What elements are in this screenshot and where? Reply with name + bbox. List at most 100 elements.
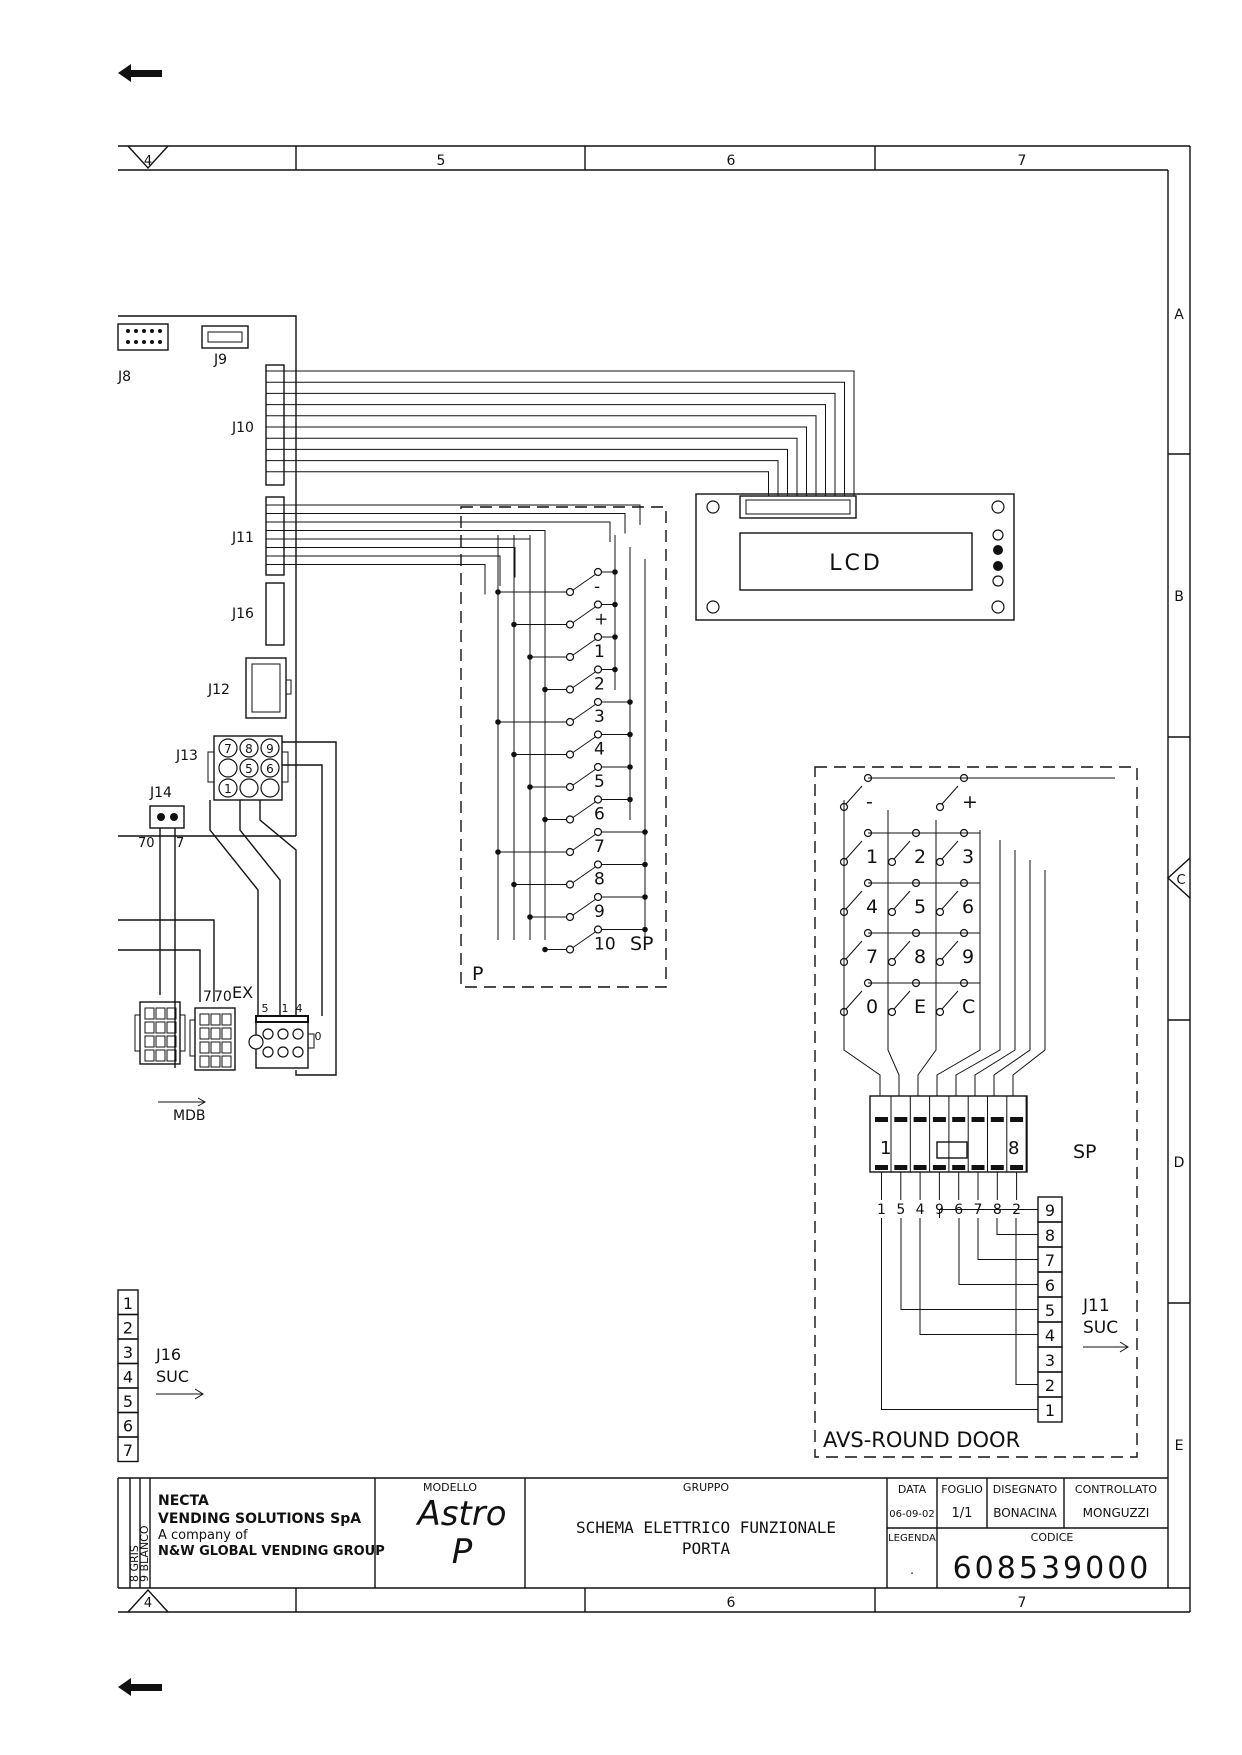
- terminal-wire: [900, 1218, 1038, 1310]
- back-arrow-top-icon[interactable]: [118, 64, 162, 82]
- switch-contact: [935, 907, 945, 917]
- connector-pad: [894, 1117, 908, 1122]
- company-parent: N&W GLOBAL VENDING GROUP: [158, 1544, 385, 1559]
- door-pin: [292, 1028, 304, 1040]
- mdb-pin: [144, 1035, 155, 1048]
- switch-lever: [845, 840, 863, 860]
- j10-wire: [284, 471, 769, 496]
- round-door-j11: J11: [1082, 1296, 1110, 1316]
- foglio-label: FOGLIO: [941, 1483, 983, 1496]
- left-j16-label: J16: [155, 1345, 181, 1364]
- round-door-key: 9: [962, 946, 974, 968]
- model-name: Astro: [415, 1494, 506, 1534]
- switch-lever: [572, 866, 597, 883]
- connector-pad: [952, 1165, 966, 1170]
- legend-cell: [117, 1436, 139, 1463]
- j11-wire: [284, 547, 516, 578]
- mdb-pin: [166, 1021, 177, 1034]
- keypad-p-key: 5: [594, 772, 605, 792]
- terminal-number: 5: [1045, 1301, 1055, 1320]
- j10-wire: [284, 370, 855, 496]
- j10-wire: [284, 448, 788, 496]
- round-door-key: 0: [866, 996, 878, 1018]
- terminal-wire: [919, 1218, 1038, 1335]
- switch-lever: [572, 898, 597, 916]
- switch-contact: [887, 907, 897, 917]
- round-door-wire: [993, 860, 1031, 1096]
- connector-pad: [1010, 1165, 1024, 1170]
- connector-pad: [971, 1117, 985, 1122]
- j14-pin-70: 70: [138, 836, 155, 851]
- switch-contact: [935, 957, 945, 967]
- switch-lever: [893, 840, 911, 860]
- switch-lever: [572, 833, 597, 851]
- round-door-wire: [887, 810, 900, 1096]
- terminal-number: 6: [1045, 1276, 1055, 1295]
- door-pin: [292, 1046, 304, 1058]
- switch-lever: [572, 573, 597, 591]
- codice-value: 608539000: [953, 1551, 1152, 1586]
- j13-wires: [209, 741, 337, 1076]
- connector-j12: [245, 657, 292, 719]
- terminal-number: 9: [1045, 1201, 1055, 1220]
- round-door-key: 3: [962, 846, 974, 868]
- round-door-key: +: [962, 791, 978, 813]
- back-arrow-bottom-icon[interactable]: [118, 1678, 162, 1696]
- round-door-key: 7: [866, 946, 878, 968]
- connector-j11: [265, 496, 285, 576]
- codice-label: CODICE: [1031, 1531, 1074, 1544]
- legenda-value: .: [910, 1563, 914, 1577]
- switch-lever: [845, 890, 863, 910]
- round-door-wire: [955, 840, 1001, 1096]
- keypad-p-key: -: [594, 577, 600, 597]
- connector-j9-label: J9: [213, 352, 227, 368]
- j13-pin-7: 7: [224, 742, 232, 756]
- company-name: NECTA: [158, 1493, 209, 1509]
- j11-wire: [284, 521, 611, 542]
- door-pin: [262, 1028, 274, 1040]
- door-pin: [277, 1028, 289, 1040]
- connector-bottom-pin: 4: [916, 1202, 925, 1218]
- switch-lever: [572, 638, 597, 656]
- ex-pin: [199, 1027, 210, 1040]
- j10-wire: [284, 426, 807, 496]
- round-door-key: 6: [962, 896, 974, 918]
- switch-contact: [565, 587, 575, 597]
- legend-number: 2: [123, 1319, 133, 1338]
- connector-latch: [936, 1141, 968, 1159]
- switch-contact: [565, 945, 575, 954]
- round-door-key: 4: [866, 896, 878, 918]
- terminal-wire: [958, 1218, 1038, 1285]
- j13-pin-6: 6: [266, 762, 274, 776]
- round-door-key: -: [866, 791, 873, 813]
- color-legend-blanco: 9 BLANCO: [138, 1525, 151, 1582]
- ex-pin: [221, 1013, 232, 1026]
- keypad-p-label: P: [472, 963, 483, 985]
- j10-wire: [284, 460, 779, 496]
- keypad-p-key: 7: [594, 837, 605, 857]
- connector-pad: [990, 1117, 1004, 1122]
- switch-contact: [565, 620, 575, 629]
- connector-bottom-pin: 5: [896, 1202, 905, 1218]
- data-value: 06-09-02: [889, 1509, 934, 1520]
- switch-contact: [887, 857, 897, 867]
- switch-lever: [893, 940, 911, 960]
- switch-lever: [941, 785, 959, 805]
- color-legend-gris: 8 GRIS: [128, 1545, 141, 1582]
- terminal-wire: [977, 1218, 1038, 1260]
- ex-pin: [221, 1041, 232, 1054]
- j11-keypad-cable: [266, 504, 641, 595]
- j10-wire: [284, 404, 826, 496]
- switch-lever: [845, 990, 863, 1010]
- lcd-module: [695, 493, 1015, 621]
- j13-pin-1: 1: [224, 782, 232, 796]
- controllato-value: MONGUZZI: [1083, 1506, 1150, 1520]
- row-label-e: E: [1175, 1438, 1184, 1454]
- j10-wire: [284, 381, 845, 496]
- round-door-wire: [974, 850, 1016, 1096]
- gruppo-title-2: PORTA: [682, 1539, 731, 1558]
- connector-pad: [875, 1165, 888, 1170]
- mdb-pin: [144, 1007, 155, 1020]
